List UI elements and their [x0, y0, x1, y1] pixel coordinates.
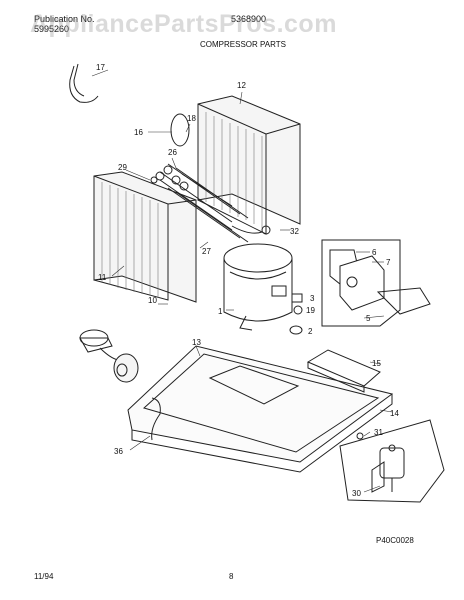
callout-36: 36 — [114, 447, 123, 456]
publication-number: 5995260 — [34, 24, 70, 34]
section-title: COMPRESSOR PARTS — [200, 40, 286, 49]
base-pan — [127, 345, 394, 473]
publication-label: Publication No. — [34, 14, 95, 24]
terminal-clip — [291, 293, 303, 303]
callout-32: 32 — [290, 227, 299, 236]
callout-5: 5 — [366, 314, 371, 323]
callout-15: 15 — [372, 359, 381, 368]
footer-page: 8 — [229, 572, 234, 581]
callout-29: 29 — [118, 163, 127, 172]
callout-18: 18 — [187, 114, 196, 123]
callout-3: 3 — [310, 294, 315, 303]
footer-date: 11/94 — [34, 572, 54, 581]
callout-17: 17 — [96, 63, 105, 72]
drain-tube — [151, 397, 161, 441]
figure-code: P40C0028 — [376, 536, 414, 545]
callout-27: 27 — [202, 247, 211, 256]
callout-31: 31 — [374, 428, 383, 437]
callout-16: 16 — [134, 128, 143, 137]
callout-14: 14 — [390, 409, 399, 418]
watermark: AppliancePartsPros.com — [30, 10, 337, 38]
callout-6: 6 — [372, 248, 377, 257]
overload-inset — [321, 239, 431, 327]
condenser-coil-rear — [197, 95, 301, 235]
capillary-tube — [69, 63, 99, 103]
callout-2: 2 — [308, 327, 313, 336]
tube-ring — [170, 113, 190, 147]
tube-clip — [150, 176, 158, 184]
pan-bracket — [306, 349, 381, 393]
callout-30: 30 — [352, 489, 361, 498]
grommet — [293, 305, 303, 315]
start-relay — [79, 329, 139, 383]
callout-7: 7 — [386, 258, 391, 267]
tube-fitting — [261, 225, 271, 235]
callout-11: 11 — [98, 273, 107, 282]
callout-19: 19 — [306, 306, 315, 315]
callout-12: 12 — [237, 81, 246, 90]
model-number: 5368900 — [231, 14, 267, 24]
callout-13: 13 — [192, 338, 201, 347]
callout-26: 26 — [168, 148, 177, 157]
callout-10: 10 — [148, 296, 157, 305]
callout-1: 1 — [218, 307, 223, 316]
solenoid-inset — [339, 419, 445, 503]
condenser-coil-front — [93, 171, 197, 303]
tube-assembly — [155, 163, 263, 243]
screw — [356, 432, 364, 440]
compressor — [223, 243, 293, 331]
mount-grommet — [289, 325, 303, 335]
